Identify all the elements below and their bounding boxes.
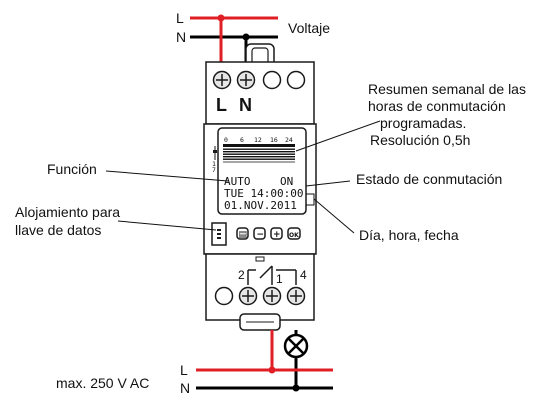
summary-line-4: Resolución 0,5h: [370, 132, 470, 148]
tick-24: 24: [285, 136, 293, 144]
bottom-n-junction: [292, 384, 300, 392]
max-voltage-label: max. 250 V AC: [56, 375, 149, 391]
bottom-l-label: L: [180, 362, 188, 378]
side-indicator: 1 7: [212, 146, 217, 174]
tick-16: 16: [270, 136, 278, 144]
pin-2-label: 2: [238, 268, 245, 282]
tick-0: 0: [224, 136, 228, 144]
svg-text:1: 1: [212, 160, 216, 168]
top-n-label: N: [176, 29, 186, 45]
relay-contact-symbol: 2 1 4: [238, 256, 307, 286]
lcd-day-time: TUE 14:00:00: [224, 187, 303, 200]
terminal-2-screw: [238, 286, 258, 306]
terminal-n-label: N: [239, 95, 252, 115]
bottom-n-label: N: [180, 380, 190, 394]
leader-alojamiento: [117, 220, 217, 231]
leader-estado: [305, 180, 351, 187]
plus-button-glyph: +: [273, 230, 281, 240]
svg-text:7: 7: [212, 166, 216, 174]
leader-dia: [306, 193, 355, 234]
dia-label: Día, hora, fecha: [359, 227, 459, 243]
timer-device: L N 1 7 0 6 12 16 24 AUTO ON TUE: [203, 43, 317, 331]
terminal-l-screw: [212, 70, 232, 90]
lcd-date: 01.NOV.2011: [224, 199, 297, 212]
terminal-empty-3: [262, 70, 282, 90]
funcion-label: Función: [47, 161, 97, 177]
leader-lines: [105, 120, 381, 234]
lamp-icon: [283, 333, 309, 359]
ok-button-glyph: OK: [289, 232, 299, 239]
pin-4-label: 4: [300, 268, 307, 282]
minus-button[interactable]: −: [253, 227, 266, 240]
leader-funcion: [105, 170, 229, 182]
summary-line-3: programadas.: [380, 115, 466, 131]
weekly-schedule-bar: 0 6 12 16 24: [223, 136, 295, 163]
ok-button[interactable]: OK: [287, 227, 301, 240]
terminal-4-screw: [286, 286, 306, 306]
minus-button-glyph: −: [257, 230, 265, 240]
terminal-empty-4: [286, 70, 306, 90]
data-key-slot[interactable]: [211, 222, 227, 246]
bottom-load-wires: L N max. 250 V AC: [56, 330, 333, 394]
voltage-label: Voltaje: [288, 20, 330, 36]
summary-line-1: Resumen semanal de las: [368, 81, 526, 97]
bottom-l-junction: [268, 366, 276, 374]
alojamiento-line-2: llave de datos: [15, 222, 101, 238]
terminal-l-label: L: [216, 95, 227, 115]
terminal-empty-lower: [214, 286, 234, 306]
tick-12: 12: [254, 136, 262, 144]
annotations: Resumen semanal de las horas de conmutac…: [15, 81, 526, 243]
lcd-state: ON: [280, 175, 293, 188]
leader-summary: [295, 120, 381, 152]
pin-1-label: 1: [276, 272, 283, 286]
menu-button[interactable]: ▤: [236, 227, 249, 240]
lcd-mode: AUTO: [224, 175, 251, 188]
terminal-1-screw: [262, 286, 282, 306]
alojamiento-line-1: Alojamiento para: [15, 204, 120, 220]
tick-6: 6: [240, 136, 244, 144]
plus-button[interactable]: +: [270, 227, 283, 240]
estado-label: Estado de conmutación: [356, 171, 502, 187]
top-l-label: L: [176, 10, 184, 26]
terminal-n-screw: [236, 70, 256, 90]
summary-line-2: horas de conmutación: [368, 98, 506, 114]
menu-button-glyph: ▤: [239, 230, 248, 240]
